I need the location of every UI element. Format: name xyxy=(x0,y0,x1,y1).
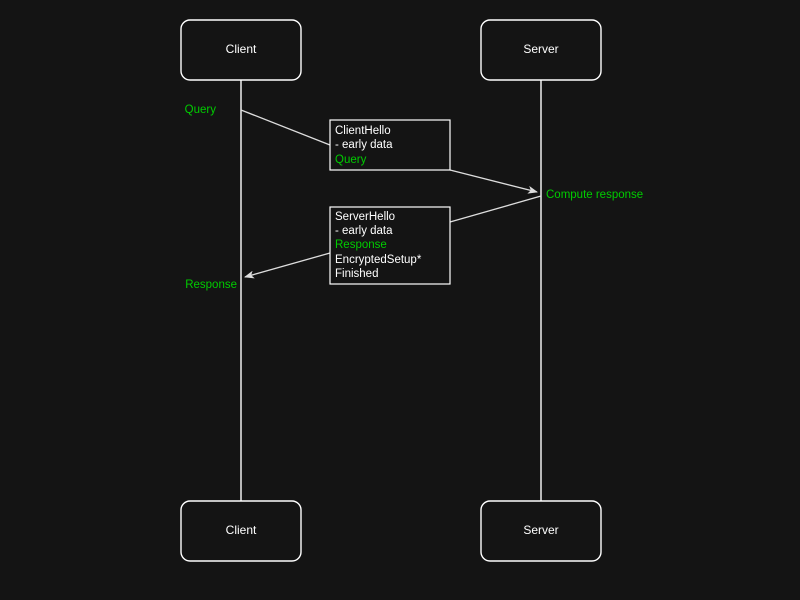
arrow-server-hello-segment-2 xyxy=(244,252,331,279)
actor-box-server-top[interactable] xyxy=(480,19,602,81)
message-line-response: Response xyxy=(335,239,387,251)
message-line-query: Query xyxy=(335,154,367,166)
message-line-early-data: - early data xyxy=(335,139,393,151)
message-line-encryptedsetup: EncryptedSetup* xyxy=(335,254,422,266)
actor-box-client-top[interactable] xyxy=(180,19,302,81)
message-line-clienthello: ClientHello xyxy=(335,125,391,137)
message-line-early-data-2: - early data xyxy=(335,225,393,237)
note-query-label: Query xyxy=(185,104,217,116)
message-box-client-hello[interactable] xyxy=(329,119,451,171)
actor-label-server-top: Server xyxy=(523,42,558,56)
message-line-serverhello: ServerHello xyxy=(335,211,395,223)
actor-label-client-top: Client xyxy=(226,42,257,56)
arrow-client-hello-segment-2 xyxy=(449,169,538,194)
arrow-server-hello-segment-1 xyxy=(449,195,542,223)
message-box-server-hello[interactable] xyxy=(329,206,451,285)
arrow-client-hello-segment-1 xyxy=(240,109,331,146)
message-line-finished: Finished xyxy=(335,268,378,280)
note-response-label: Response xyxy=(185,279,237,291)
actor-label-client-bottom: Client xyxy=(226,523,257,537)
actor-box-server-bottom[interactable] xyxy=(480,500,602,562)
note-compute-response-label: Compute response xyxy=(546,189,643,201)
actor-box-client-bottom[interactable] xyxy=(180,500,302,562)
actor-label-server-bottom: Server xyxy=(523,523,558,537)
